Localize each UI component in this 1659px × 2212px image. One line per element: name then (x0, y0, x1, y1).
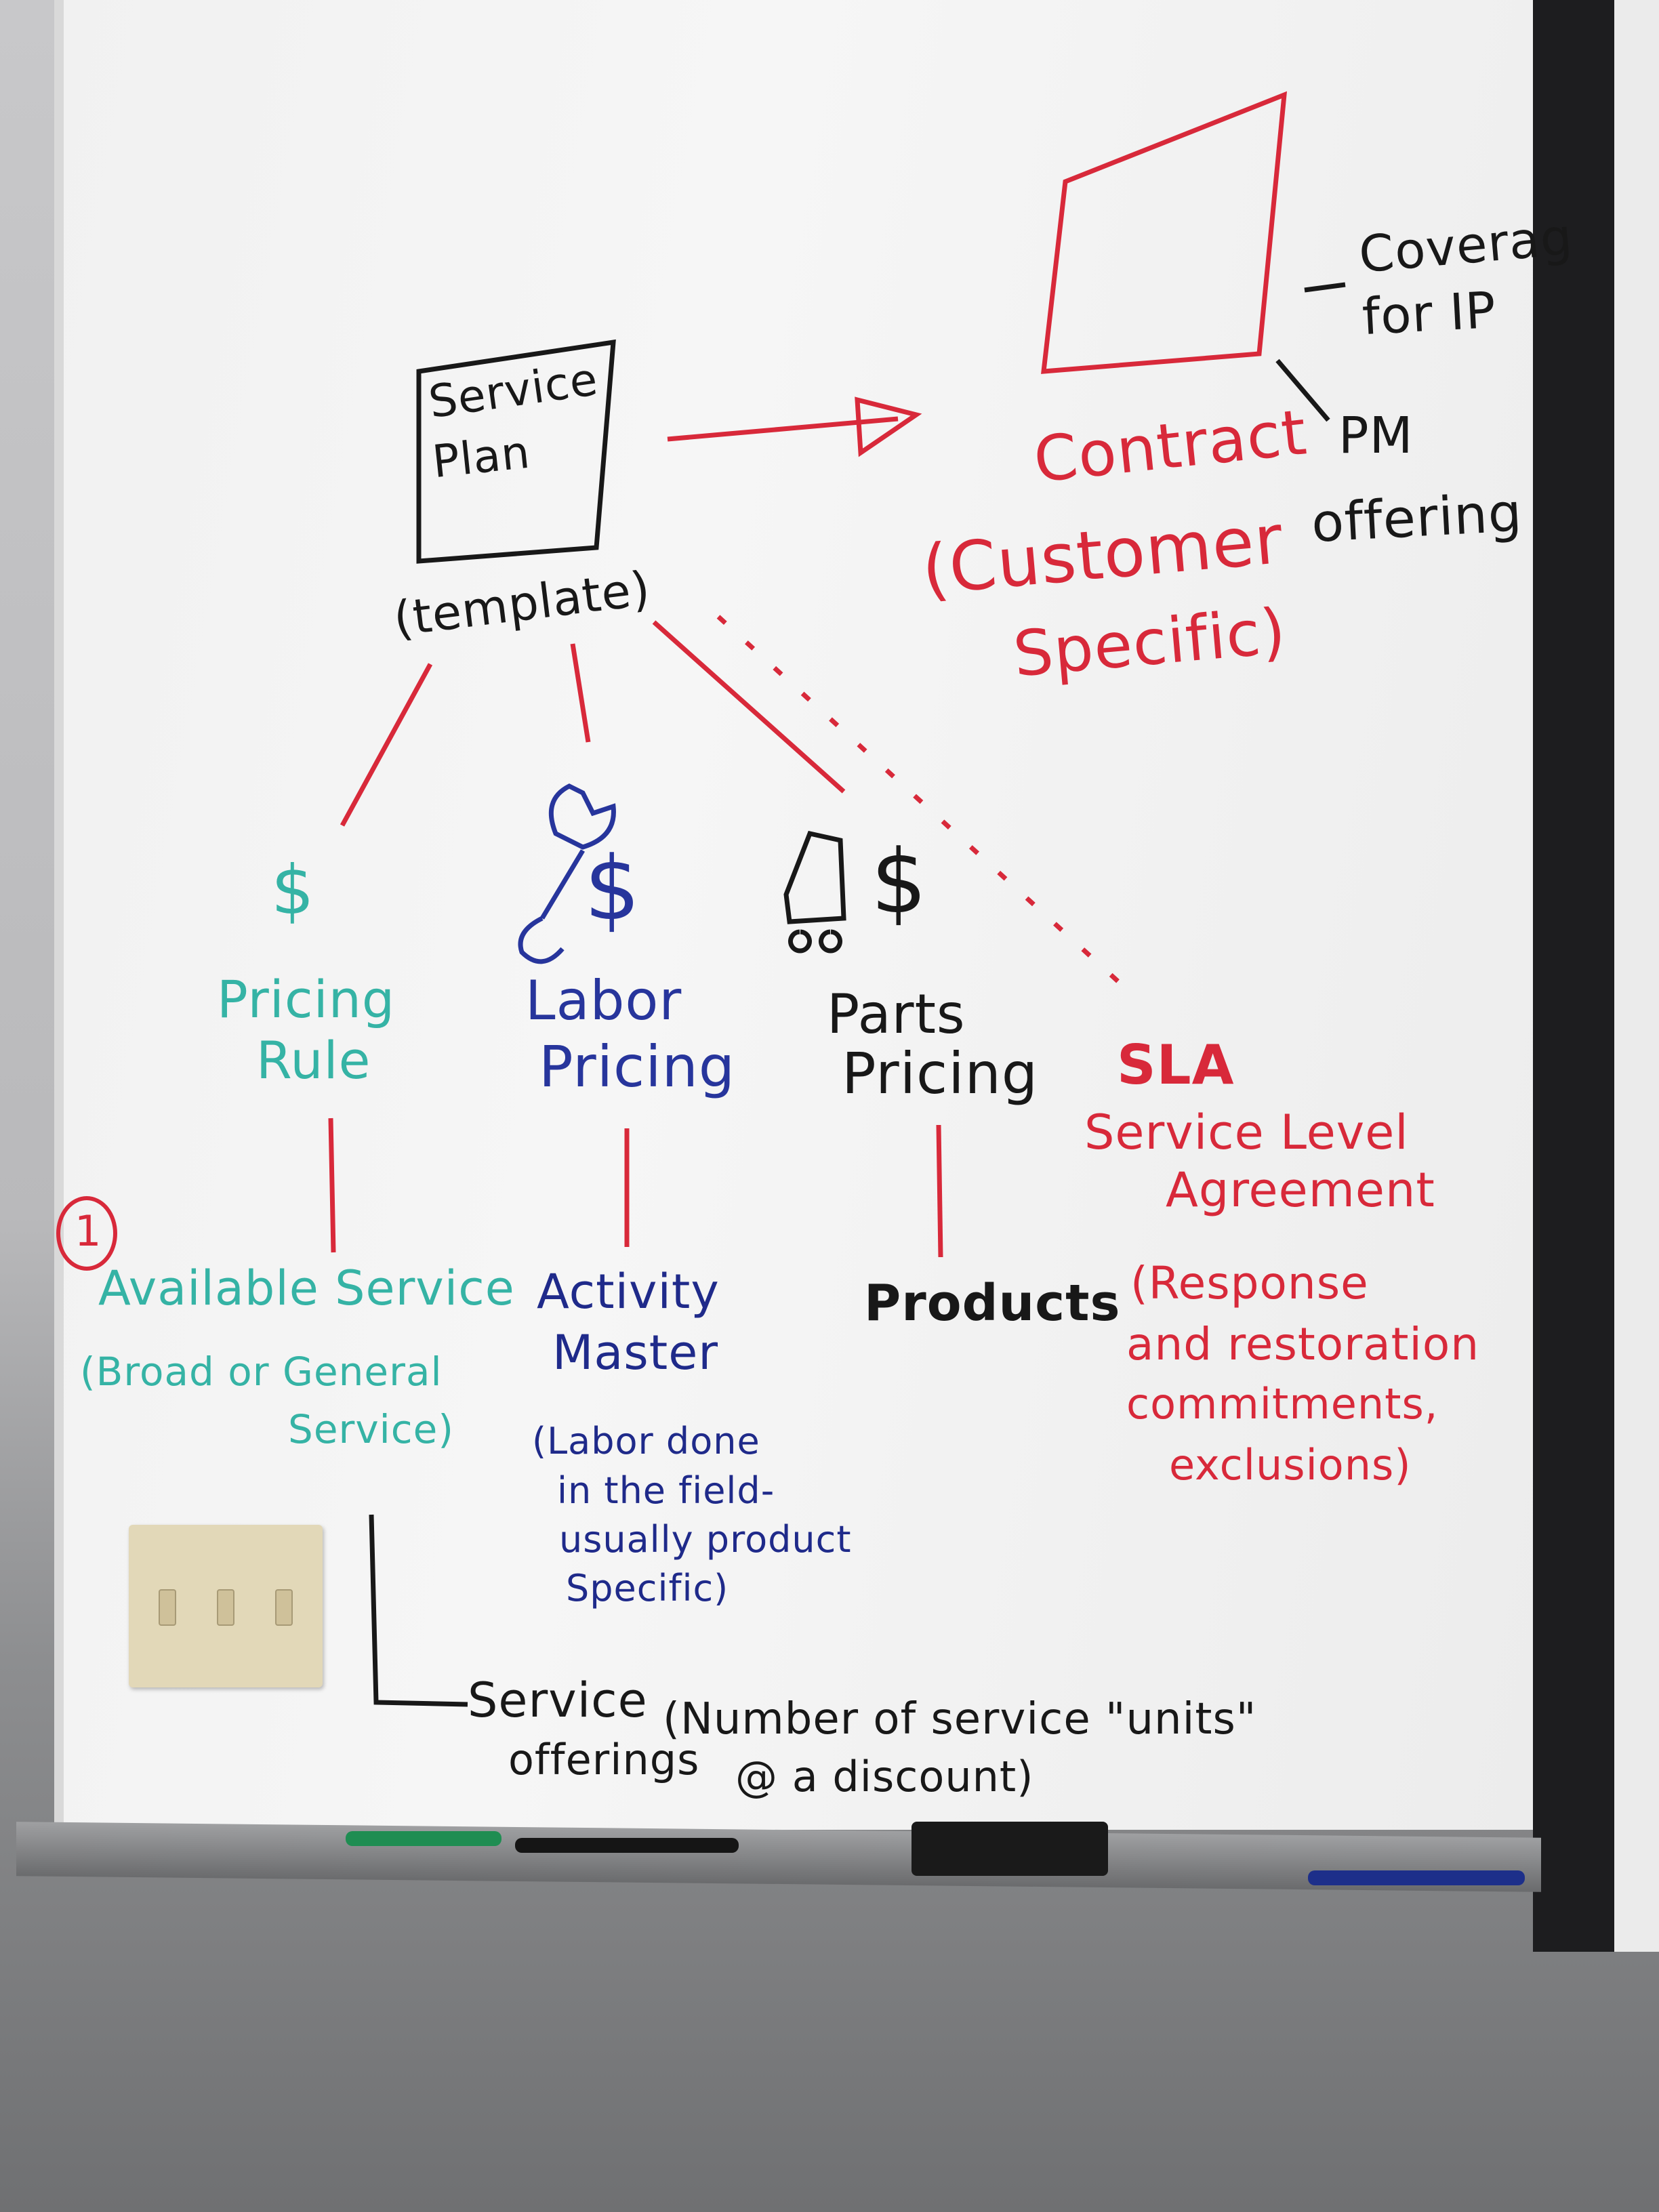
eraser (912, 1822, 1108, 1876)
coverage-line2: for IP (1360, 281, 1498, 347)
sla-abbr: SLA (1117, 1033, 1235, 1097)
contract-box (1041, 91, 1288, 374)
switch-toggle (159, 1589, 176, 1626)
activity-master-note2: in the field- (557, 1469, 775, 1512)
pm-tick (1275, 359, 1330, 422)
available-service-number: 1 (75, 1206, 102, 1256)
labor-pricing-line1: Labor (525, 969, 682, 1032)
sla-note2: and restoration (1126, 1318, 1480, 1370)
cart-icon (783, 830, 846, 954)
products-title: Products (864, 1274, 1121, 1332)
coverage-tick (1304, 282, 1346, 293)
black-marker (515, 1838, 739, 1853)
labor-pricing-line2: Pricing (539, 1033, 736, 1100)
service-plan-line2: Plan (430, 426, 533, 489)
labor-pricing-dollar: $ (584, 837, 641, 940)
pm-line1: PM (1338, 407, 1414, 465)
branch-sla-dotted (716, 615, 1130, 993)
wrench-icon (518, 783, 616, 964)
switch-toggle (275, 1589, 293, 1626)
available-service-title: Available Service (98, 1261, 515, 1316)
board-frame (1533, 0, 1614, 1952)
available-service-note1: (Broad or General (80, 1349, 443, 1395)
wall-edge (1614, 0, 1659, 1952)
connector-available-service (328, 1118, 336, 1253)
service-plan-box (416, 339, 616, 564)
number-circle (56, 1196, 117, 1271)
activity-master-line2: Master (552, 1325, 719, 1380)
branch-pricing-rule (340, 663, 433, 827)
connector-service-offerings (369, 1514, 468, 1707)
pm-line2: offering (1309, 482, 1524, 555)
branch-parts (652, 620, 846, 794)
activity-master-note1: (Labor done (532, 1420, 760, 1462)
activity-master-line1: Activity (537, 1264, 720, 1319)
parts-pricing-dollar: $ (871, 830, 928, 933)
parts-pricing-line1: Parts (827, 983, 966, 1046)
branch-labor (570, 643, 591, 743)
service-offerings-note2: @ a discount) (735, 1752, 1034, 1801)
activity-master-note4: Specific) (566, 1567, 729, 1610)
pricing-rule-dollar: $ (271, 851, 315, 930)
service-offerings-note1: (Number of service "units" (663, 1694, 1257, 1744)
pricing-rule-line2: Rule (256, 1030, 371, 1090)
green-marker (346, 1831, 501, 1846)
sla-note1: (Response (1130, 1257, 1369, 1309)
light-switch-plate (129, 1525, 323, 1687)
service-offerings-line1: Service (468, 1673, 648, 1728)
sla-note4: exclusions) (1169, 1440, 1412, 1490)
arrow-line (667, 416, 899, 442)
parts-pricing-line2: Pricing (842, 1040, 1039, 1107)
sla-note3: commitments, (1126, 1379, 1439, 1429)
blue-marker (1308, 1870, 1525, 1885)
service-offerings-line2: offerings (508, 1735, 700, 1784)
pricing-rule-line1: Pricing (217, 969, 396, 1029)
sla-line2: Agreement (1166, 1162, 1435, 1218)
arrow-head (855, 396, 922, 457)
sla-line1: Service Level (1084, 1105, 1409, 1160)
available-service-note2: Service) (288, 1406, 454, 1452)
connector-products (936, 1124, 943, 1258)
activity-master-note3: usually product (559, 1518, 852, 1561)
switch-toggle (217, 1589, 234, 1626)
